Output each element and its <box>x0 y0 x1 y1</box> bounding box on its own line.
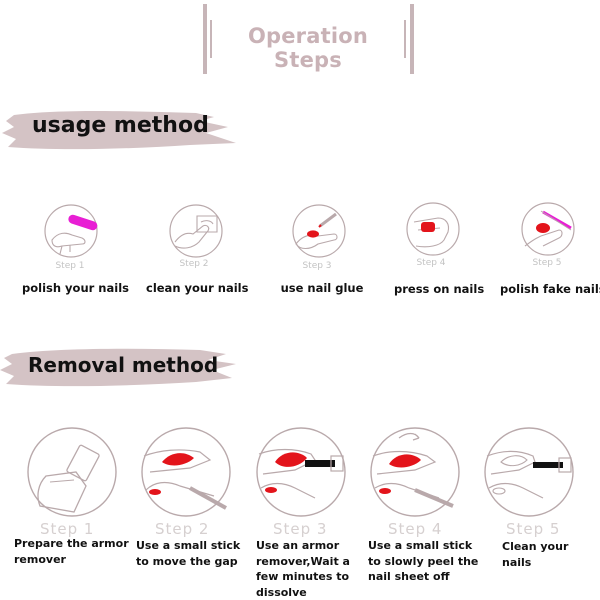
usage-step-2-label: clean your nails <box>146 281 249 295</box>
remover-brush-icon <box>256 427 346 517</box>
clean-nail-icon <box>484 427 574 517</box>
usage-heading: usage method <box>32 113 209 138</box>
hand-wipe-icon <box>169 204 223 258</box>
stick-gap-icon <box>141 427 231 517</box>
title-divider-right <box>410 4 414 74</box>
title-divider-left <box>203 4 207 74</box>
usage-step-1-label: polish your nails <box>22 281 129 295</box>
usage-step-5-label: polish fake nails <box>500 282 600 296</box>
usage-step-4-label: press on nails <box>394 282 485 296</box>
removal-step-2-caption: Step 2 <box>155 520 210 538</box>
nail-glue-icon <box>292 204 346 258</box>
removal-step-2-label: Use a small stick to move the gap <box>136 539 241 568</box>
usage-heading-brush <box>2 111 236 150</box>
removal-step-1-caption: Step 1 <box>40 520 95 538</box>
usage-step-2-caption: Step 2 <box>179 259 209 269</box>
usage-step-5-caption: Step 5 <box>532 258 562 268</box>
usage-step-1-caption: Step 1 <box>55 261 85 271</box>
usage-step-3-caption: Step 3 <box>302 261 332 271</box>
title-divider-left-inner <box>210 20 212 58</box>
press-nail-icon <box>406 202 460 256</box>
removal-step-1-label: Prepare the armor remover <box>14 537 129 566</box>
usage-step-4-caption: Step 4 <box>416 258 446 268</box>
removal-heading-brush <box>0 348 236 387</box>
file-nail-icon <box>521 202 575 256</box>
removal-heading: Removal method <box>28 353 219 377</box>
removal-step-3-caption: Step 3 <box>273 520 328 538</box>
removal-step-3-label: Use an armor remover,Wait a few minutes … <box>256 539 350 599</box>
removal-step-5-label: Clean your nails <box>502 540 569 569</box>
peel-nail-icon <box>370 427 460 517</box>
usage-step-3-label: use nail glue <box>280 281 364 295</box>
hand-buffer-icon <box>44 204 98 258</box>
removal-step-4-label: Use a small stick to slowly peel the nai… <box>368 539 479 583</box>
page-title: Operation Steps <box>247 24 369 72</box>
removal-step-5-caption: Step 5 <box>506 520 561 538</box>
remover-bottle-icon <box>27 427 117 517</box>
title-divider-right-inner <box>404 20 406 58</box>
removal-step-4-caption: Step 4 <box>388 520 443 538</box>
